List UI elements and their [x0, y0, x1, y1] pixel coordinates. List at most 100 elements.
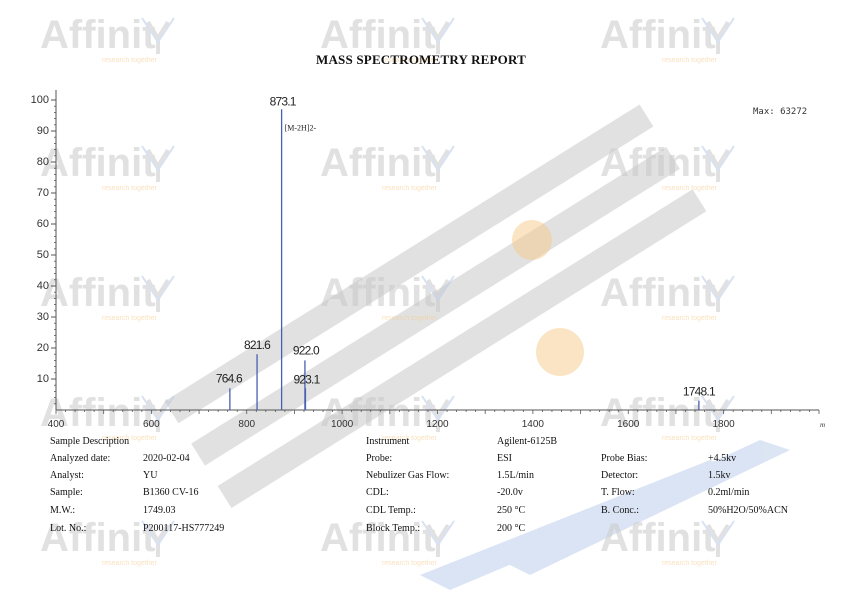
settings-row-value: 50%H2O/50%ACN	[708, 505, 788, 516]
instrument-row-value: ESI	[497, 453, 512, 464]
watermark-tagline: research together	[102, 560, 158, 567]
watermark-tagline: research together	[662, 315, 718, 322]
watermark-tagline: research together	[662, 435, 718, 442]
settings-row-label: T. Flow:	[601, 487, 635, 498]
x-tick-label: 600	[143, 419, 160, 430]
y-tick-label: 70	[37, 187, 49, 199]
watermark-logo-text: Affinit	[600, 516, 716, 560]
watermark-tagline: research together	[382, 315, 438, 322]
x-tick-label: 1600	[617, 419, 640, 430]
watermark-logo-text: Affinit	[320, 516, 436, 560]
sample-description-heading: Sample Description	[50, 436, 130, 447]
sample-row-value: 1749.03	[143, 505, 176, 516]
watermark-logo-text: Affinit	[600, 391, 716, 435]
peak-label: 764.6	[216, 371, 243, 385]
y-tick-label: 60	[37, 218, 49, 230]
sample-row-value: B1360 CV-16	[143, 487, 199, 498]
instrument-row-label: Probe:	[366, 453, 393, 464]
watermark-logo-text: Affinit	[600, 271, 716, 315]
peak-label: 873.1	[270, 94, 297, 108]
watermark-logo-mark	[421, 395, 455, 422]
watermark-arrows	[420, 440, 790, 590]
watermark-logo-mark	[701, 145, 735, 172]
sample-row-label: Sample:	[50, 487, 83, 498]
watermark-logo-text: Affinit	[320, 391, 436, 435]
peak-label: 922.0	[293, 343, 320, 357]
watermark-stroke	[164, 104, 654, 424]
watermark-stroke	[191, 146, 680, 466]
max-intensity-label: Max: 63272	[753, 107, 807, 117]
watermark-tagline: research together	[102, 185, 158, 192]
x-tick-label: 800	[238, 419, 255, 430]
watermark-logo-mark	[701, 520, 735, 547]
peak-label: 1748.1	[683, 385, 716, 399]
x-axis-unit-mark: m	[820, 421, 825, 429]
sample-row-label: Lot. No.:	[50, 523, 87, 534]
watermark-logo-text: Affinit	[320, 13, 436, 57]
watermark-tagline: research together	[382, 560, 438, 567]
instrument-row-label: Block Temp.:	[366, 523, 421, 534]
peak-annotation: [M-2H]2-	[285, 123, 317, 132]
watermark-logo-mark	[141, 395, 175, 422]
y-tick-label: 40	[37, 280, 49, 292]
watermark-logo-mark	[421, 520, 455, 547]
instrument-heading: Instrument	[366, 436, 410, 447]
watermark-tagline: research together	[102, 315, 158, 322]
watermark-tagline: research together	[382, 57, 438, 64]
sample-row-label: Analyst:	[50, 470, 84, 481]
watermark-logo-text: Affinit	[600, 141, 716, 185]
watermark-stroke	[217, 189, 707, 509]
watermark-tagline: research together	[102, 435, 158, 442]
y-tick-label: 20	[37, 342, 49, 354]
instrument-row-value: 1.5L/min	[497, 470, 534, 481]
instrument-name: Agilent-6125B	[497, 436, 557, 447]
watermark-logo-mark	[141, 275, 175, 302]
instrument-row-value: 200 °C	[497, 523, 526, 534]
watermark-band	[164, 104, 707, 509]
x-tick-label: 1400	[522, 419, 545, 430]
sample-row-value: 2020-02-04	[143, 453, 190, 464]
y-tick-label: 80	[37, 156, 49, 168]
watermark-logo-text: Affinit	[600, 13, 716, 57]
sample-row-label: M.W.:	[50, 505, 76, 516]
watermark-tagline: research together	[382, 435, 438, 442]
y-tick-label: 30	[37, 311, 49, 323]
watermark-logo-text: Affinit	[320, 271, 436, 315]
watermark-logo-text: Affinit	[40, 271, 156, 315]
watermark-dot	[512, 220, 552, 260]
watermark-logo-mark	[141, 520, 175, 547]
watermark-logo-mark	[141, 17, 175, 44]
watermark-tagline: research together	[382, 185, 438, 192]
report-title: MASS SPECTROMETRY REPORT	[316, 52, 526, 67]
watermark-logo-text: Affinit	[40, 516, 156, 560]
watermark-tagline: research together	[662, 560, 718, 567]
watermark-logo-mark	[701, 395, 735, 422]
peak-label: 821.6	[244, 338, 271, 352]
watermark-logo-mark	[701, 275, 735, 302]
watermark-tagline: research together	[102, 57, 158, 64]
watermark-logo-text: Affinit	[40, 391, 156, 435]
y-tick-label: 100	[31, 94, 49, 106]
settings-row-value: 1.5kv	[708, 470, 731, 481]
settings-row-value: +4.5kv	[708, 453, 737, 464]
y-tick-label: 90	[37, 125, 49, 137]
sample-row-label: Analyzed date:	[50, 453, 111, 464]
watermark-dot	[536, 328, 584, 376]
sample-row-value: YU	[143, 470, 158, 481]
watermark-logo-mark	[141, 145, 175, 172]
watermark-logo-text: Affinit	[40, 141, 156, 185]
x-tick-label: 1000	[331, 419, 354, 430]
